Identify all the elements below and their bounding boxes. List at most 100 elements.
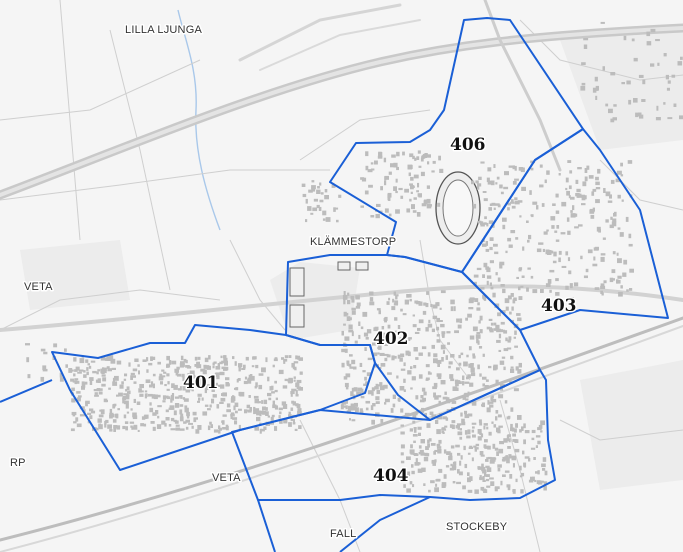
building	[296, 386, 301, 389]
building	[139, 393, 144, 397]
building	[517, 369, 522, 374]
building	[538, 242, 542, 245]
building	[412, 210, 417, 213]
building	[412, 420, 416, 424]
building	[510, 230, 516, 234]
building	[77, 395, 82, 398]
building	[185, 359, 188, 364]
building	[426, 198, 431, 204]
building	[433, 451, 436, 455]
building	[609, 277, 614, 283]
building	[432, 304, 438, 309]
building	[133, 398, 136, 403]
building	[487, 400, 490, 405]
building	[486, 407, 491, 413]
building	[220, 384, 225, 389]
building	[322, 218, 326, 221]
building	[222, 414, 227, 417]
building	[488, 467, 491, 471]
building	[207, 384, 212, 389]
building	[452, 462, 456, 465]
building	[262, 406, 266, 411]
building	[484, 385, 489, 389]
building	[98, 414, 104, 418]
building	[518, 267, 522, 272]
building	[547, 250, 552, 255]
building	[505, 455, 508, 458]
building	[417, 182, 420, 188]
building	[542, 468, 546, 471]
building	[519, 429, 522, 433]
building	[620, 285, 623, 289]
building	[298, 357, 303, 361]
building	[184, 405, 188, 409]
building	[173, 419, 177, 423]
building	[409, 198, 412, 202]
building	[439, 307, 442, 310]
building	[150, 421, 155, 424]
building	[407, 164, 412, 170]
place-label-rp: RP	[10, 457, 26, 469]
building	[479, 315, 483, 321]
building	[144, 414, 149, 419]
building	[416, 156, 420, 160]
building	[463, 445, 466, 451]
building	[585, 268, 589, 273]
building	[565, 177, 569, 183]
building	[618, 291, 623, 297]
building	[403, 378, 406, 383]
building	[586, 165, 590, 170]
building	[406, 294, 410, 298]
building	[478, 346, 483, 349]
building	[464, 381, 470, 384]
building	[502, 224, 506, 230]
building	[396, 294, 399, 297]
building	[626, 289, 629, 292]
building	[392, 298, 395, 303]
building	[43, 351, 48, 355]
building	[196, 361, 200, 365]
building	[87, 363, 90, 366]
building	[253, 406, 256, 412]
building	[89, 381, 93, 385]
building	[482, 469, 487, 474]
building	[159, 373, 163, 379]
building	[197, 400, 200, 403]
building	[84, 381, 88, 385]
building	[502, 288, 506, 294]
building	[104, 424, 107, 428]
building	[628, 99, 632, 105]
building	[175, 372, 179, 376]
building	[510, 407, 514, 412]
building	[380, 419, 384, 423]
building	[612, 251, 616, 255]
building	[544, 179, 547, 184]
building	[353, 387, 358, 392]
building	[476, 307, 481, 311]
building	[436, 302, 440, 305]
building	[500, 329, 505, 333]
building	[349, 418, 351, 421]
building	[505, 337, 508, 342]
building	[498, 349, 502, 352]
building	[211, 387, 215, 392]
building	[421, 203, 427, 207]
building	[501, 356, 506, 359]
building	[361, 177, 367, 182]
building	[213, 361, 217, 364]
building	[164, 384, 167, 387]
building	[477, 183, 482, 187]
building	[234, 420, 238, 425]
building	[413, 440, 416, 443]
building	[492, 443, 496, 449]
building	[411, 470, 415, 475]
building	[517, 415, 522, 420]
building	[412, 484, 415, 488]
building	[377, 155, 383, 159]
building	[466, 435, 471, 439]
building	[252, 356, 257, 360]
building	[416, 462, 421, 465]
building	[497, 204, 501, 208]
building	[267, 392, 272, 397]
